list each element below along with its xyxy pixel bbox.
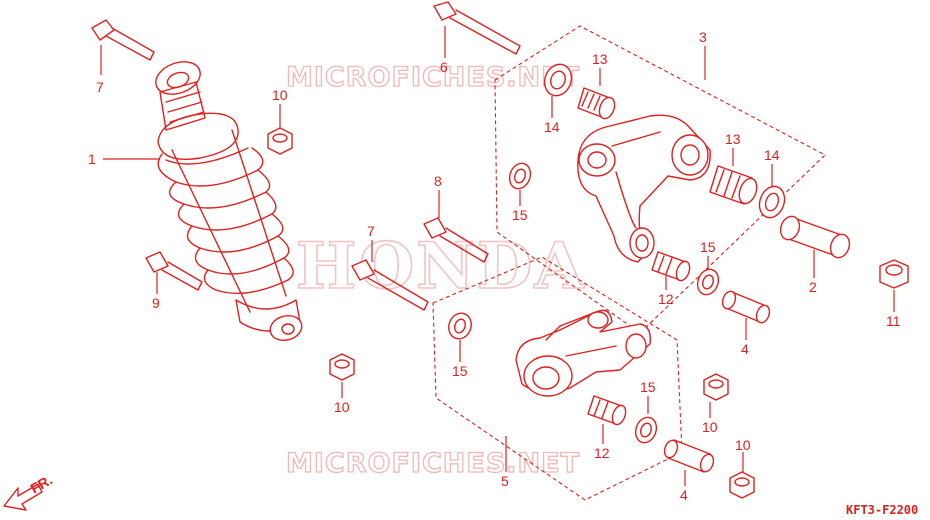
callout-7-lower: 7 (367, 223, 375, 239)
callout-2: 2 (809, 279, 817, 295)
front-direction-indicator: FR. (3, 471, 55, 511)
callout-1: 1 (88, 151, 96, 167)
callout-8: 8 (434, 173, 442, 189)
watermark: MICROFICHES.NET HONDA MICROFICHES.NET (285, 61, 586, 479)
callout-9: 9 (152, 295, 160, 311)
callout-7-top: 7 (96, 79, 104, 95)
nut-10-d (729, 471, 755, 499)
needle-bearing-13-b (709, 165, 758, 205)
dust-seal-14-b (758, 185, 786, 219)
nut-10-c (703, 373, 729, 401)
callout-10-d: 10 (735, 437, 751, 453)
shock-arm (577, 114, 711, 263)
callout-12-b: 12 (594, 445, 610, 461)
front-arrow-icon (3, 483, 43, 511)
callout-4-upper: 4 (741, 341, 749, 357)
needle-bearing-12-a (651, 251, 691, 282)
callout-4-lower: 4 (680, 487, 688, 503)
bolt-7-lower (351, 259, 429, 311)
collar-4-upper (721, 290, 771, 324)
diagram-code: KFT3-F2200 (846, 503, 918, 517)
callout-15-b: 15 (700, 239, 716, 255)
callout-13-b: 13 (725, 131, 741, 147)
callout-labels: 7 1 10 6 3 13 14 13 14 15 8 7 9 2 11 15 … (88, 29, 901, 503)
callout-13-a: 13 (592, 51, 608, 67)
callout-11: 11 (886, 313, 901, 329)
needle-bearing-12-b (587, 395, 627, 426)
assembly-outline-3 (494, 25, 826, 334)
nut-11 (879, 259, 909, 289)
callout-10-c: 10 (702, 419, 718, 435)
shock-absorber (155, 61, 303, 342)
callout-14-a: 14 (544, 119, 560, 135)
callout-15-c: 15 (452, 363, 468, 379)
dust-seal-14-a (543, 63, 573, 97)
leader-lines (100, 26, 895, 486)
callout-5: 5 (501, 473, 509, 489)
bolt-8 (423, 217, 489, 263)
callout-15-a: 15 (512, 207, 528, 223)
bolt-9 (145, 251, 203, 291)
watermark-bottom: MICROFICHES.NET (286, 448, 580, 479)
nut-10-b (329, 353, 355, 381)
dust-seal-15-b (696, 268, 720, 296)
collar-4-lower (663, 439, 715, 473)
collar-2 (779, 215, 851, 259)
callout-15-d: 15 (640, 379, 656, 395)
bolt-7-top (91, 19, 155, 61)
callout-6: 6 (440, 59, 448, 75)
callout-14-b: 14 (764, 147, 780, 163)
bolt-6 (433, 1, 521, 55)
dust-seal-15-d (634, 416, 658, 444)
callout-10-a: 10 (272, 87, 288, 103)
callout-3: 3 (699, 29, 707, 45)
dust-seal-15-a (508, 162, 532, 190)
callout-10-b: 10 (334, 399, 350, 415)
watermark-logo: HONDA (296, 229, 586, 304)
watermark-top: MICROFICHES.NET (286, 62, 580, 93)
dust-seal-15-c (448, 312, 472, 340)
connecting-rod (515, 309, 651, 397)
needle-bearing-13-a (577, 87, 616, 120)
nut-10-a (267, 127, 293, 155)
callout-12-a: 12 (658, 291, 674, 307)
